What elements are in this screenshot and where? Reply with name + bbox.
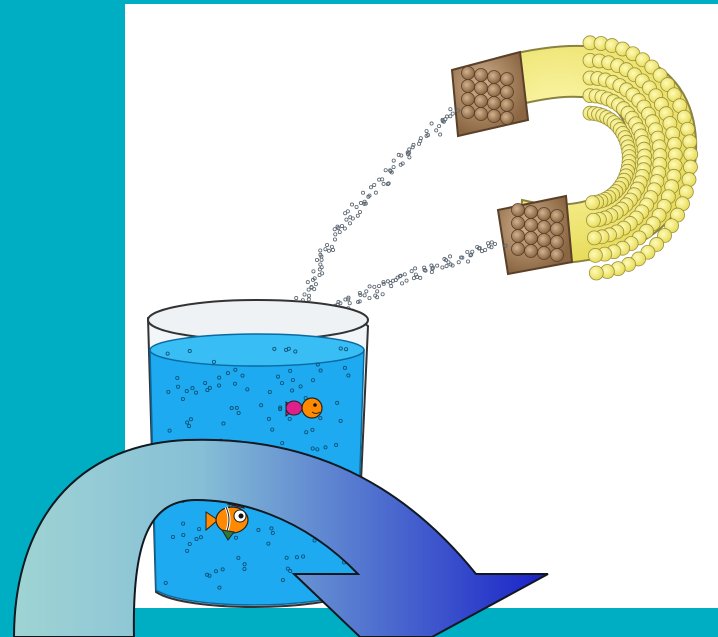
magnet-bead [682, 173, 696, 187]
pole-bead [475, 108, 488, 121]
pole-bead [462, 67, 475, 80]
pole-bead [538, 247, 551, 260]
water-surface [150, 334, 364, 366]
magnet-bead [588, 248, 602, 262]
pole-bead [501, 73, 514, 86]
pole-bead [512, 204, 525, 217]
pole-bead [501, 112, 514, 125]
pole-bead [475, 69, 488, 82]
pole-bead [462, 106, 475, 119]
pole-bead [551, 236, 564, 249]
pole-bead [462, 80, 475, 93]
pole-bead [525, 206, 538, 219]
pole-bead [488, 71, 501, 84]
pole-bead [512, 243, 525, 256]
magnet-bead [681, 122, 695, 136]
pole-bead [551, 210, 564, 223]
magnet-bead [683, 160, 697, 174]
pole-bead [538, 221, 551, 234]
pole-bead [512, 230, 525, 243]
magnet-bead [684, 147, 698, 161]
magnet-bead [587, 231, 601, 245]
pole-bead [501, 99, 514, 112]
magnet-bead [589, 266, 603, 280]
pole-bead [525, 245, 538, 258]
pole-bead [538, 208, 551, 221]
pole-bead [475, 82, 488, 95]
pole-bead [538, 234, 551, 247]
magnet-bead [585, 196, 599, 210]
magnet-bead [683, 135, 697, 149]
pole-bead [525, 219, 538, 232]
pole-bead [551, 249, 564, 262]
pole-bead [501, 86, 514, 99]
pole-bead [488, 97, 501, 110]
pole-bead [488, 110, 501, 123]
magnet-bead [586, 213, 600, 227]
pole-bead [475, 95, 488, 108]
pole-bead [551, 223, 564, 236]
pole-bead [462, 93, 475, 106]
pole-bead [488, 84, 501, 97]
pole-bead [525, 232, 538, 245]
pole-bead [512, 217, 525, 230]
